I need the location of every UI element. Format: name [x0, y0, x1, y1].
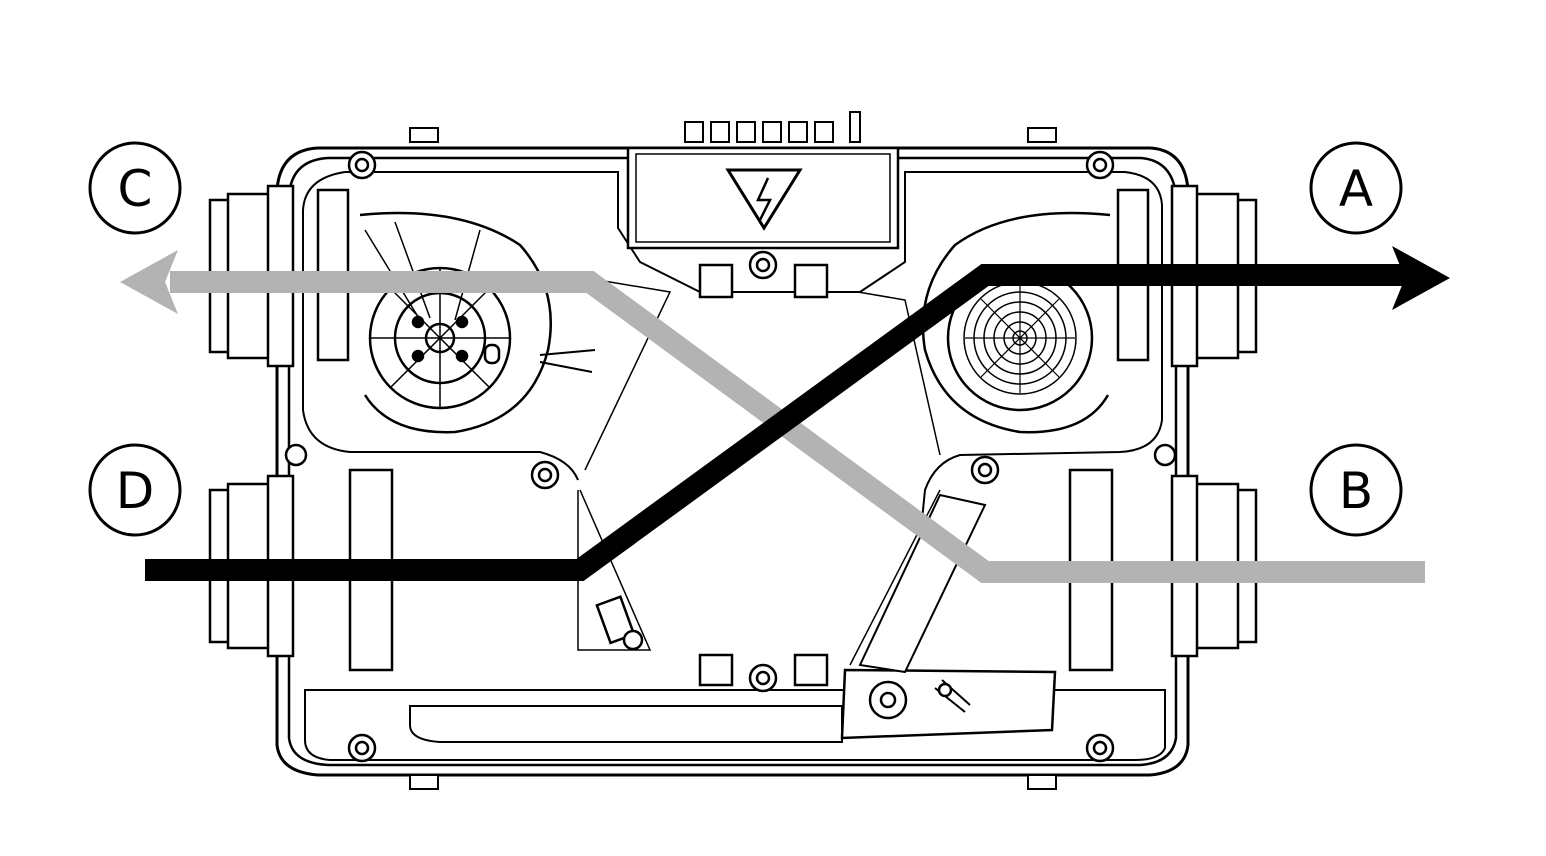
svg-text:D: D [116, 462, 155, 520]
cable-glands [409, 111, 1057, 790]
fan-icon [921, 211, 1111, 434]
svg-text:C: C [118, 160, 153, 218]
port-label-d: D [88, 443, 182, 537]
fan-icon [359, 211, 596, 434]
port-label-a: A [1309, 141, 1403, 235]
svg-text:B: B [1339, 462, 1373, 520]
bypass-damper [595, 493, 1057, 740]
supply-airflow-path [145, 246, 1450, 581]
terminal-blocks [698, 263, 829, 687]
svg-text:A: A [1339, 160, 1373, 218]
port-label-b: B [1309, 443, 1403, 537]
port-label-c: C [88, 141, 182, 235]
unit-housing [275, 146, 1190, 777]
screw-bosses [284, 150, 1177, 763]
high-voltage-warning-icon [725, 168, 803, 231]
